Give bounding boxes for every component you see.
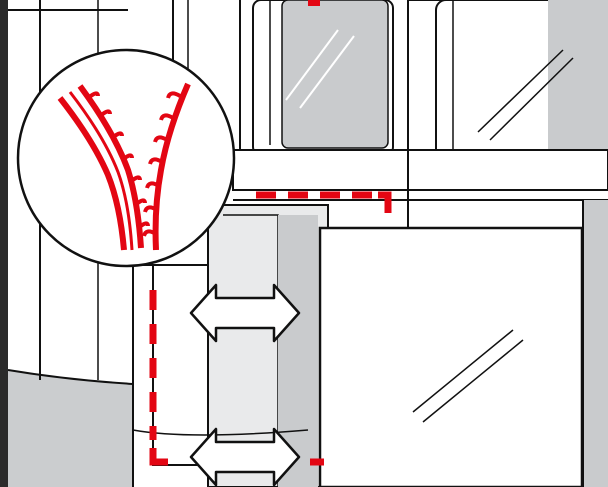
right-lower-area	[583, 200, 608, 487]
seal-detail-magnifier	[18, 50, 234, 266]
illustration-svg	[8, 0, 608, 487]
fridge-door-illustration	[8, 0, 608, 487]
open-door-panel	[320, 228, 582, 487]
